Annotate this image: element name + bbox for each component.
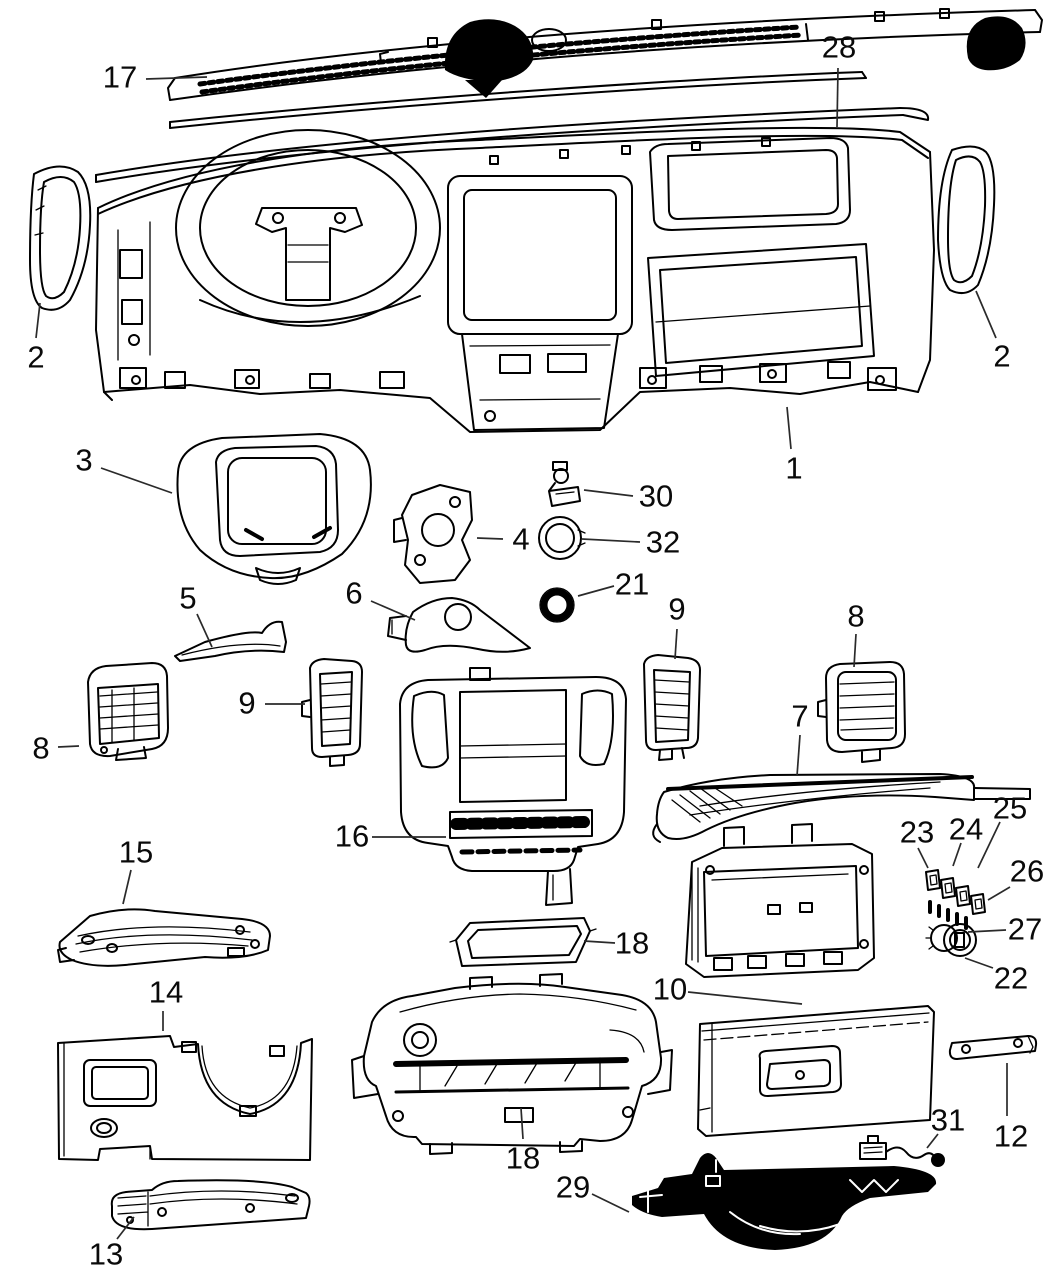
callout-label-5: 5 (179, 581, 196, 616)
callout-label-18: 18 (615, 926, 649, 961)
part-console-support (351, 973, 673, 1155)
callout-leader-18 (583, 940, 616, 944)
part-glovebox-housing (685, 823, 875, 978)
callout-leader-24 (952, 842, 962, 867)
part-knee-bolster (57, 1035, 313, 1161)
callout-leader-31 (926, 1133, 939, 1149)
callout-label-12: 12 (994, 1119, 1028, 1154)
callout-label-18: 18 (506, 1141, 540, 1176)
part-retaining-ring (539, 587, 575, 623)
callout-leader-23 (917, 847, 929, 869)
callout-leader-5 (196, 613, 213, 648)
part-bezel-ring (538, 516, 586, 560)
part-windshield-strip (169, 71, 867, 129)
callout-leader-17 (145, 76, 208, 80)
part-vent-inner-left (301, 658, 363, 767)
callout-label-6: 6 (345, 576, 362, 611)
callout-label-17: 17 (103, 60, 137, 95)
callout-label-15: 15 (119, 835, 153, 870)
callout-label-16: 16 (335, 819, 369, 854)
part-end-cap-left (29, 165, 92, 311)
callout-label-31: 31 (931, 1103, 965, 1138)
callout-label-3: 3 (75, 443, 92, 478)
callout-leader-8 (853, 633, 857, 668)
callout-leader-27 (967, 929, 1007, 933)
callout-label-29: 29 (556, 1170, 590, 1205)
callout-label-22: 22 (994, 961, 1028, 996)
callout-leader-2 (35, 302, 41, 339)
callout-leader-8 (57, 745, 80, 748)
callout-leader-26 (987, 886, 1011, 901)
callout-leader-4 (476, 537, 504, 540)
part-power-outlet (925, 923, 977, 957)
callout-leader-15 (122, 869, 132, 905)
part-defroster-grille (167, 8, 1043, 101)
part-lower-support-bracket (110, 1179, 311, 1231)
callout-leader-10 (687, 991, 803, 1005)
callout-label-32: 32 (646, 525, 680, 560)
callout-label-21: 21 (615, 567, 649, 602)
part-passenger-upper-trim (652, 773, 1031, 843)
part-reinforcement-bracket (57, 908, 271, 967)
callout-leader-13 (116, 1216, 135, 1240)
callout-label-30: 30 (639, 479, 673, 514)
callout-leader-3 (100, 467, 173, 494)
callout-label-1: 1 (785, 451, 802, 486)
callout-label-13: 13 (89, 1237, 123, 1272)
part-instrument-panel-main (95, 126, 935, 433)
callout-leader-18 (520, 1107, 524, 1140)
part-sill-trim (174, 620, 287, 662)
callout-leader-30 (583, 489, 634, 497)
part-end-cap-right (937, 145, 996, 295)
part-center-stack-bezel (399, 667, 627, 906)
part-switch-bank (925, 869, 986, 930)
part-cluster-hood (176, 433, 372, 585)
callout-leader-28 (836, 67, 839, 128)
callout-label-2: 2 (993, 339, 1010, 374)
callout-label-14: 14 (149, 975, 183, 1010)
callout-label-4: 4 (512, 522, 529, 557)
callout-label-26: 26 (1010, 854, 1044, 889)
callout-label-10: 10 (653, 972, 687, 1007)
part-column-trim-blade (387, 597, 531, 653)
callout-label-8: 8 (32, 731, 49, 766)
part-floor-duct (632, 1153, 937, 1250)
part-mounting-bracket (393, 484, 473, 584)
callout-label-7: 7 (791, 699, 808, 734)
callout-leader-29 (591, 1193, 630, 1213)
part-sensor-clip (548, 461, 581, 507)
part-vent-outer-right (817, 661, 906, 763)
callout-leader-1 (786, 406, 792, 450)
callout-label-2: 2 (27, 340, 44, 375)
part-vent-inner-right (643, 654, 701, 761)
callout-leader-2 (975, 290, 997, 339)
callout-label-8: 8 (847, 599, 864, 634)
callout-leader-22 (964, 957, 994, 969)
part-top-panel-strip (95, 107, 930, 183)
part-wiring-pigtail (859, 1135, 945, 1167)
part-display-bezel (449, 917, 597, 967)
callout-label-9: 9 (668, 592, 685, 627)
callout-leader-7 (796, 734, 801, 777)
callout-leader-6 (370, 600, 416, 621)
callout-label-28: 28 (822, 30, 856, 65)
part-glovebox-door (697, 1005, 935, 1137)
callout-label-27: 27 (1008, 912, 1042, 947)
callout-label-23: 23 (900, 815, 934, 850)
callout-label-9: 9 (238, 686, 255, 721)
callout-leader-32 (581, 538, 641, 543)
callout-leader-25 (977, 821, 1001, 869)
callout-leader-21 (577, 585, 615, 597)
callout-leader-9 (674, 628, 678, 660)
part-vent-outer-left (87, 662, 169, 761)
callout-label-25: 25 (993, 791, 1027, 826)
part-check-strap (948, 1035, 1038, 1060)
callout-label-24: 24 (949, 812, 983, 847)
